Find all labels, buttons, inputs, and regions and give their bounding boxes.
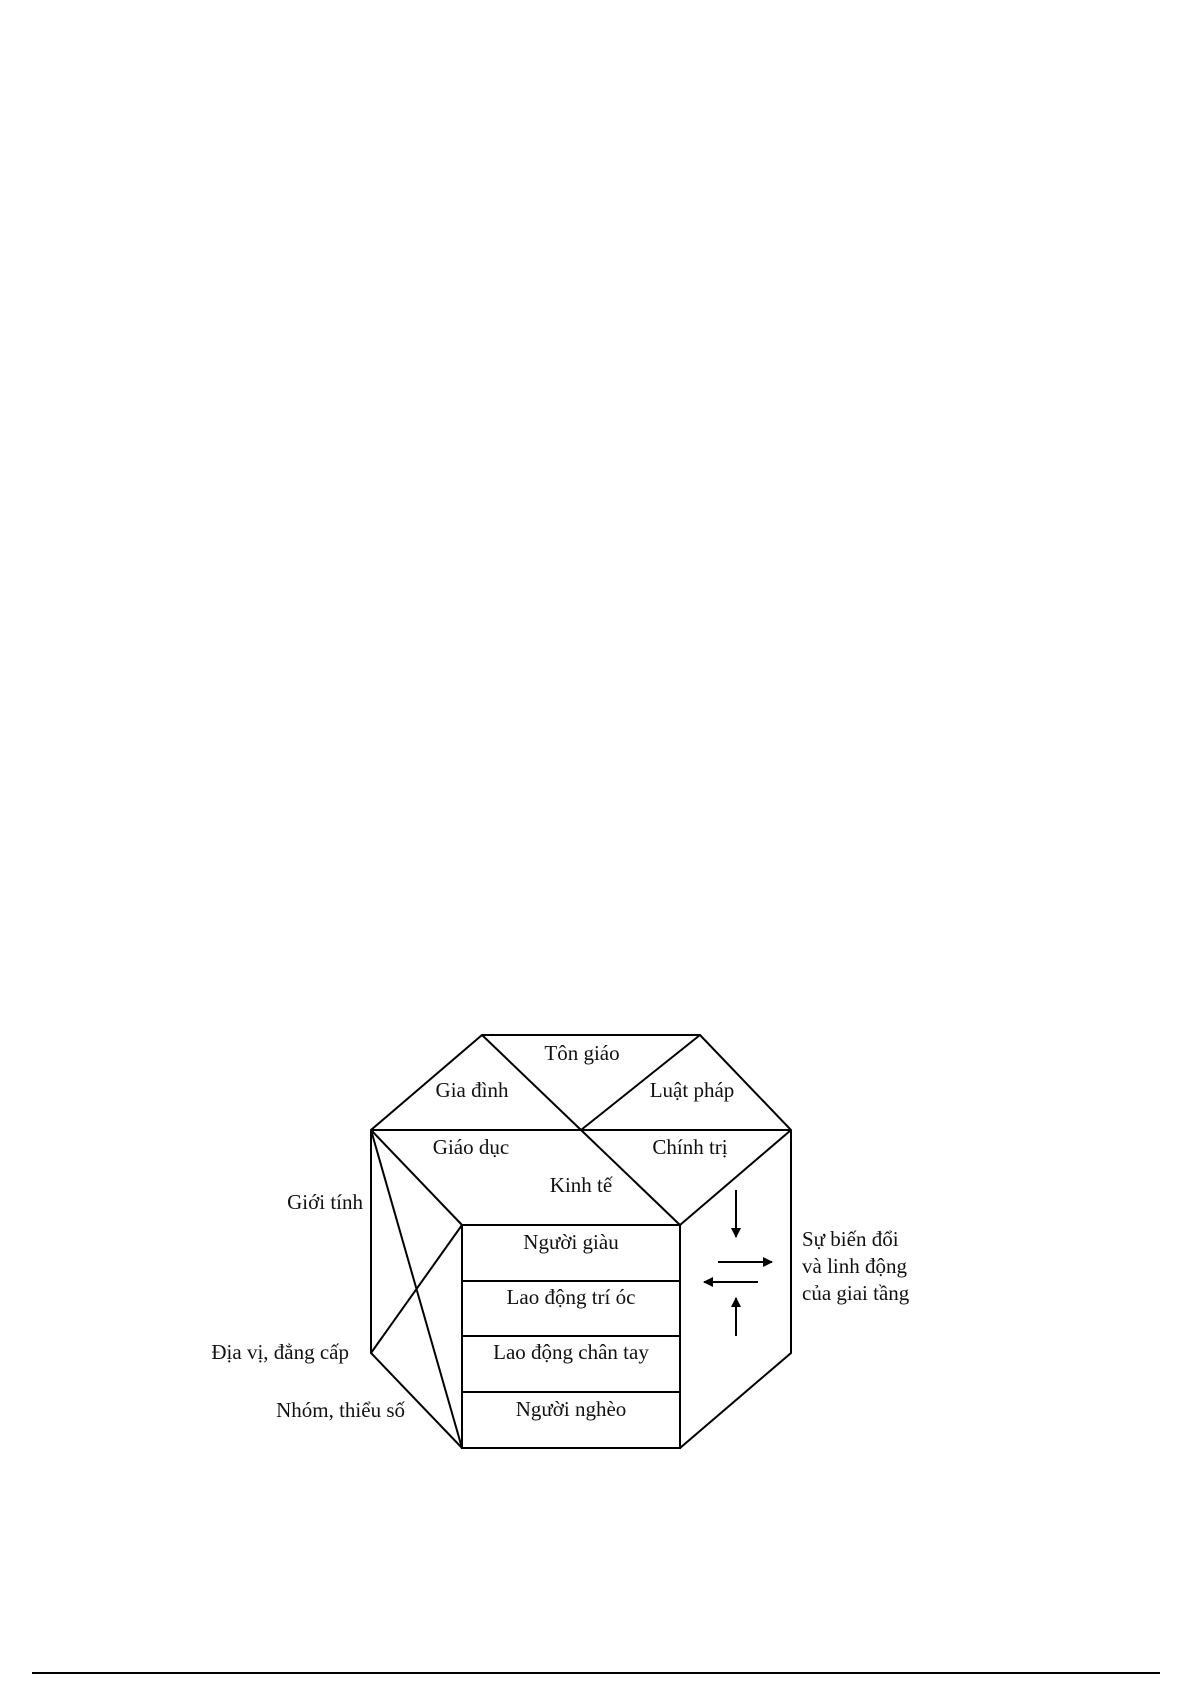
stratum-lao-dong-tri-oc: Lao động trí óc (507, 1285, 636, 1309)
page-bottom-rule (32, 1672, 1160, 1674)
label-nhom-thieu-so: Nhóm, thiểu số (276, 1398, 405, 1422)
label-giao-duc: Giáo dục (433, 1135, 509, 1159)
label-dia-vi-dang-cap: Địa vị, đẳng cấp (211, 1340, 349, 1364)
left-line-c (371, 1225, 462, 1353)
mobility-label-line-1: Sự biến đổi (802, 1227, 899, 1251)
label-chinh-tri: Chính trị (652, 1135, 727, 1159)
mobility-label-line-2: và linh động (802, 1254, 907, 1278)
mobility-label-line-3: của giai tầng (802, 1281, 910, 1305)
label-ton-giao: Tôn giáo (544, 1041, 619, 1065)
label-gia-dinh: Gia đình (436, 1078, 509, 1102)
label-luat-phap: Luật pháp (650, 1078, 735, 1102)
stratum-lao-dong-chan-tay: Lao động chân tay (493, 1340, 649, 1364)
stratum-nguoi-ngheo: Người nghèo (516, 1397, 627, 1421)
stratum-nguoi-giau: Người giàu (523, 1230, 619, 1254)
label-gioi-tinh: Giới tính (287, 1190, 363, 1214)
label-kinh-te: Kinh tế (550, 1173, 613, 1197)
